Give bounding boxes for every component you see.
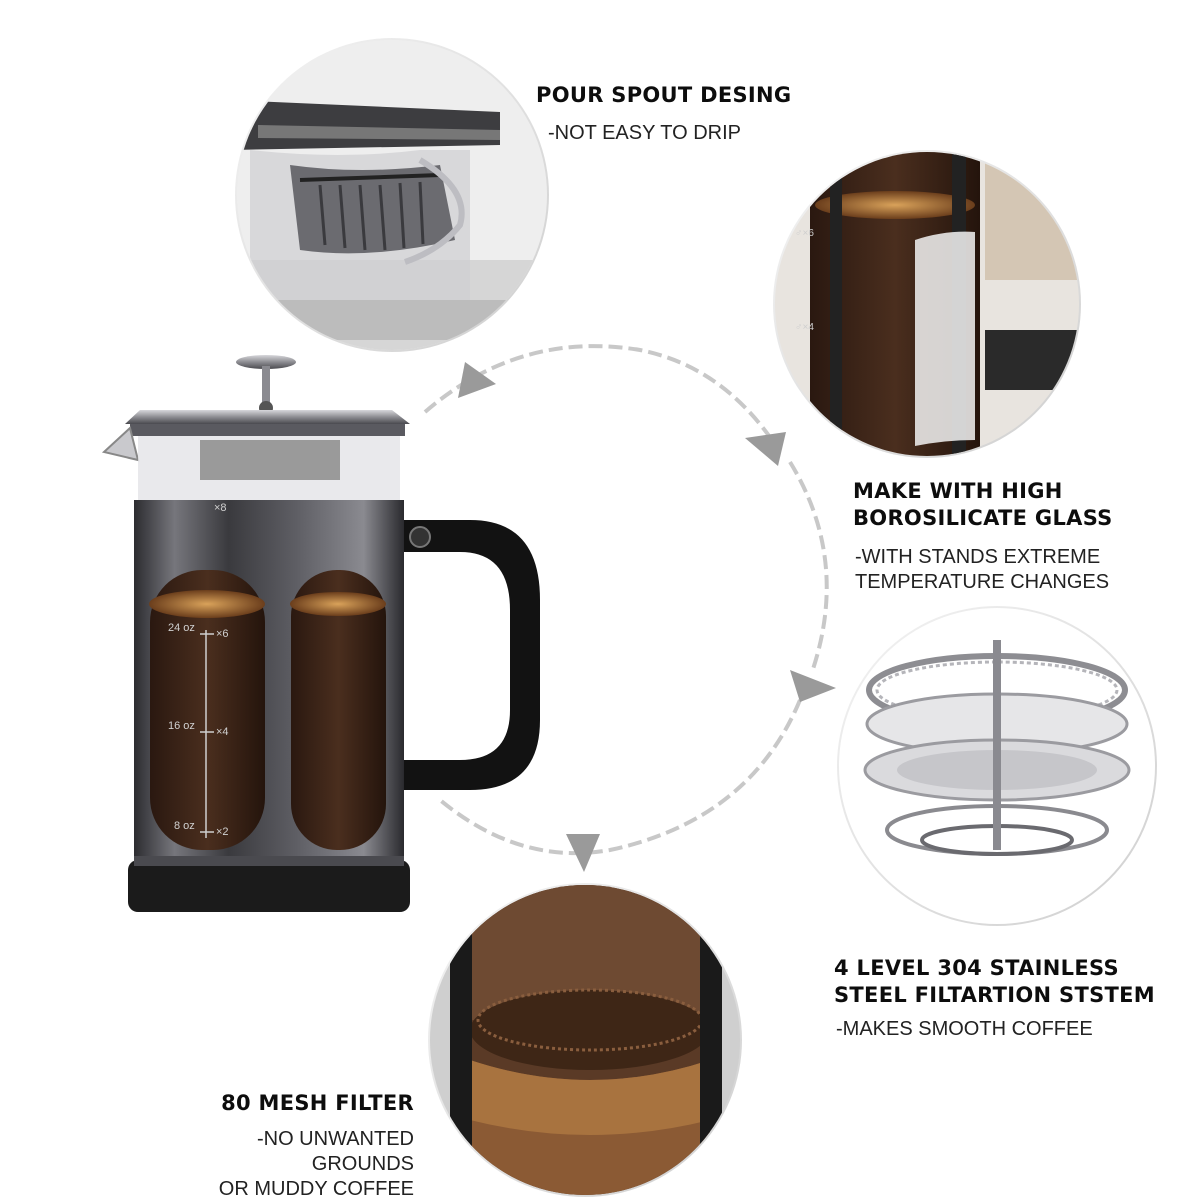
carafe-marking-cup2: ×2: [216, 826, 229, 838]
feature-mesh-subtitle-line1: -NO UNWANTED GROUNDS: [256, 1128, 414, 1175]
feature-glass-subtitle-line1: -WITH STANDS EXTREME: [855, 546, 1101, 568]
feature-glass-subtitle: -WITH STANDS EXTREME TEMPERATURE CHANGES: [855, 545, 1113, 595]
feature-filtration-subtitle: -MAKES SMOOTH COFFEE: [836, 1018, 1093, 1040]
carafe-marking-cup4: ×4: [216, 726, 229, 738]
mesh-zoom-circle: [428, 883, 742, 1197]
feature-borosilicate-glass: MAKE WITH HIGH BOROSILICATE GLASS -WITH …: [853, 478, 1113, 595]
filter-zoom-circle: [837, 606, 1157, 926]
feature-mesh-title: 80 MESH FILTER: [221, 1091, 414, 1115]
carafe-marking-8oz: 8 oz: [174, 820, 195, 832]
svg-text:♂×6: ♂×6: [795, 228, 814, 239]
carafe-marking-cup8: ×8: [214, 502, 227, 514]
carafe-marking-cup6: ×6: [216, 628, 229, 640]
feature-pour-spout: POUR SPOUT DESING -NOT EASY TO DRIP: [536, 82, 791, 146]
svg-text:♂×4: ♂×4: [795, 322, 814, 333]
feature-filtration-title-line2: STEEL FILTARTION STSTEM: [834, 983, 1155, 1007]
feature-glass-title-line1: MAKE WITH HIGH: [853, 479, 1063, 503]
feature-mesh-filter: 80 MESH FILTER -NO UNWANTED GROUNDS OR M…: [150, 1090, 414, 1200]
feature-pour-spout-subtitle: -NOT EASY TO DRIP: [548, 122, 742, 144]
feature-filtration-title: 4 LEVEL 304 STAINLESS STEEL FILTARTION S…: [834, 955, 1155, 1009]
feature-glass-title: MAKE WITH HIGH BOROSILICATE GLASS: [853, 478, 1113, 532]
carafe-marking-24oz: 24 oz: [168, 622, 195, 634]
feature-mesh-subtitle-line2: OR MUDDY COFFEE: [218, 1178, 414, 1200]
feature-filtration-title-line1: 4 LEVEL 304 STAINLESS: [834, 956, 1119, 980]
glass-zoom-circle: ♂×6 ♂×4: [773, 150, 1081, 458]
feature-glass-subtitle-line2: TEMPERATURE CHANGES: [855, 571, 1110, 593]
feature-pour-spout-title: POUR SPOUT DESING: [536, 83, 792, 107]
feature-mesh-subtitle: -NO UNWANTED GROUNDS OR MUDDY COFFEE: [150, 1127, 414, 1200]
cycle-arrowheads: [458, 362, 836, 872]
feature-filtration-system: 4 LEVEL 304 STAINLESS STEEL FILTARTION S…: [834, 955, 1155, 1042]
pour-spout-zoom-circle: [235, 38, 549, 352]
carafe-marking-16oz: 16 oz: [168, 720, 195, 732]
feature-glass-title-line2: BOROSILICATE GLASS: [853, 506, 1113, 530]
french-press-illustration: [101, 355, 540, 912]
